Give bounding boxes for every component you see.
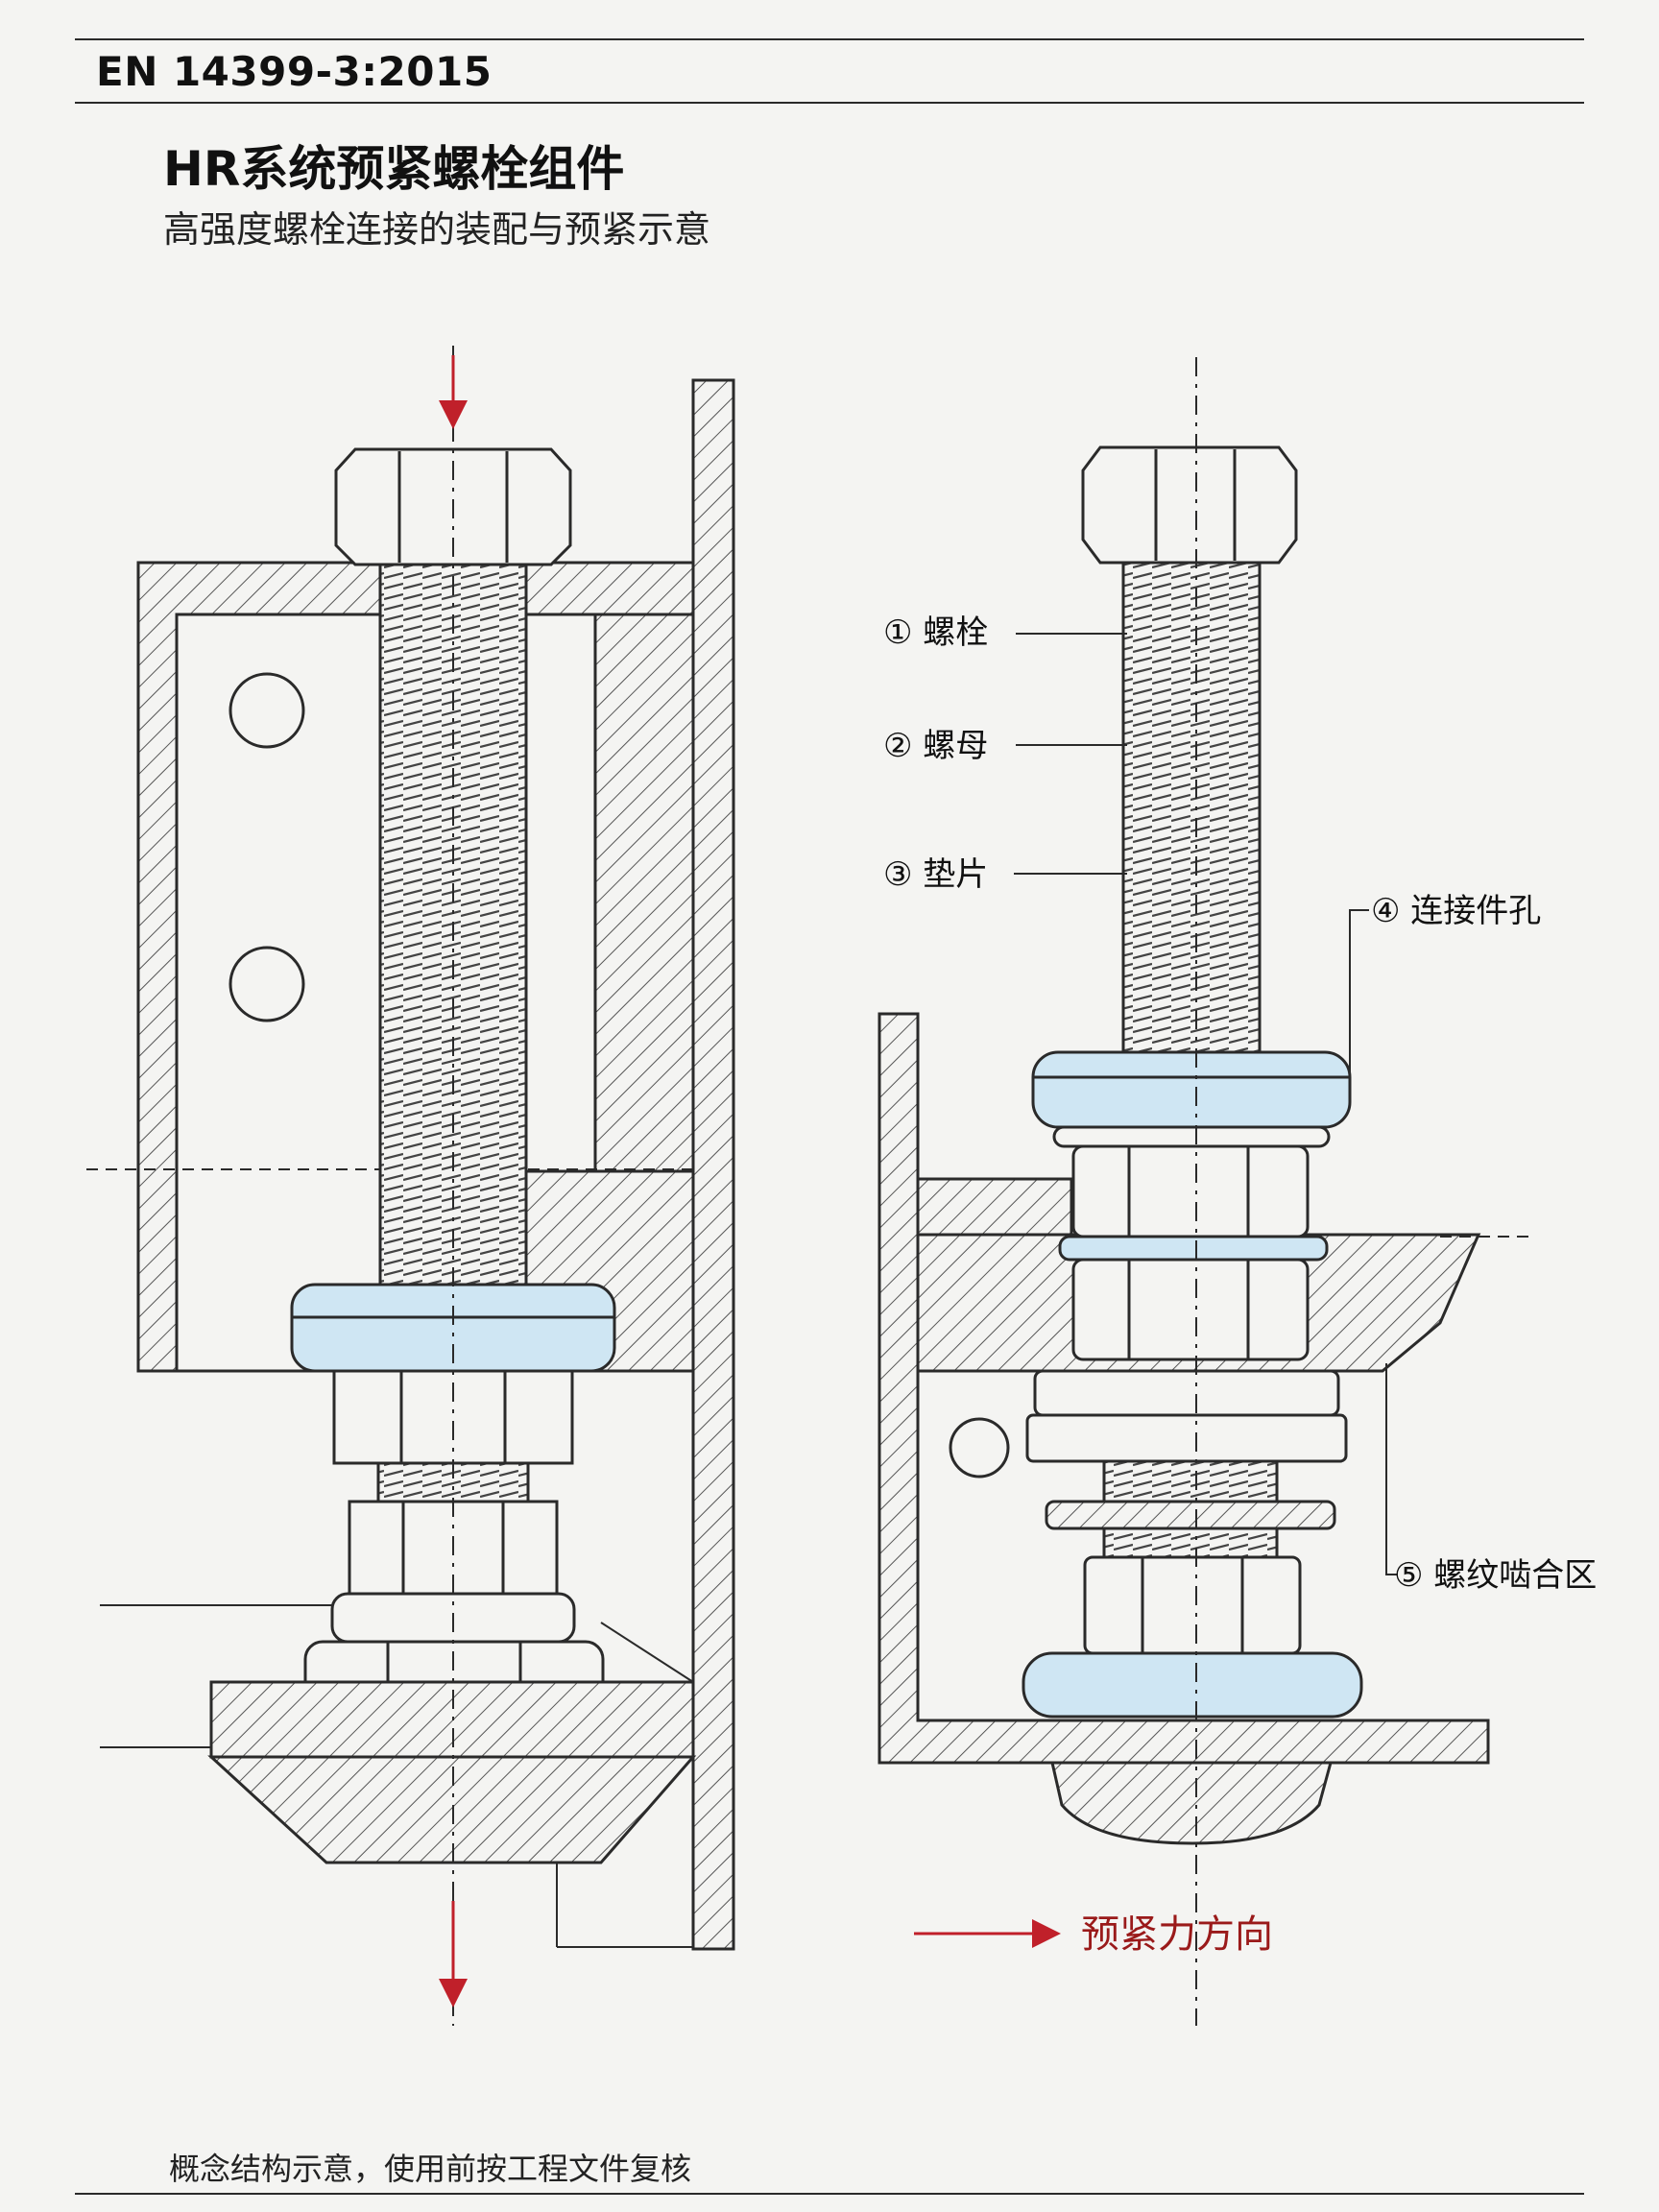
right-nut-1	[1071, 1144, 1310, 1238]
callout-4: ④ 连接件孔	[1371, 892, 1541, 930]
right-bolt-head	[1081, 445, 1298, 565]
legend: 预紧力方向	[914, 1912, 1273, 1957]
right-washer-top	[1031, 1050, 1352, 1129]
bottom-rule	[75, 2193, 1584, 2195]
callout-2: ② 螺母	[883, 727, 988, 765]
callout-1: ① 螺栓	[883, 613, 988, 652]
callout-3: ③ 垫片	[883, 855, 988, 894]
right-hole	[949, 1417, 1010, 1479]
left-hole-2	[228, 946, 305, 1022]
page-subtitle: 高强度螺栓连接的装配与预紧示意	[163, 208, 711, 251]
footer-note: 概念结构示意，使用前按工程文件复核	[169, 2151, 692, 2187]
legend-label: 预紧力方向	[1081, 1912, 1273, 1957]
left-hole-1	[228, 672, 305, 749]
left-assembly	[86, 346, 735, 2026]
left-vertical-plate	[691, 378, 735, 1951]
right-bolt-shank	[1121, 561, 1262, 1068]
right-nut-3	[1083, 1555, 1302, 1655]
right-foot	[1050, 1761, 1333, 1845]
callout-labels: ① 螺栓 ② 螺母 ③ 垫片 ④ 连接件孔 ⑤ 螺纹啮合区	[883, 613, 1597, 1595]
header-rule	[75, 102, 1584, 104]
right-assembly	[878, 357, 1536, 2026]
right-angle-section	[878, 1012, 1490, 1765]
right-washer-bottom	[1022, 1651, 1363, 1719]
callout-5: ⑤ 螺纹啮合区	[1394, 1556, 1597, 1595]
top-rule	[75, 38, 1584, 40]
standard-code: EN 14399-3:2015	[96, 48, 493, 95]
right-nut-2	[1071, 1258, 1310, 1361]
page-title: HR系统预紧螺栓组件	[163, 141, 625, 197]
